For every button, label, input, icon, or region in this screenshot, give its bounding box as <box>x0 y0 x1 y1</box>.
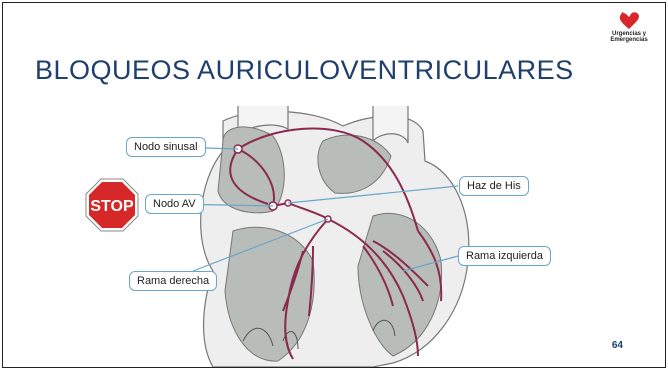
stop-sign-icon: STOP <box>85 178 139 232</box>
label-nodo-av: Nodo AV <box>145 194 204 214</box>
logo-text: Urgencias y Emergencias <box>599 31 659 43</box>
heart-logo-icon <box>618 11 640 31</box>
label-rama-izquierda: Rama izquierda <box>458 246 551 266</box>
brand-logo: Urgencias y Emergencias <box>599 11 659 51</box>
stop-sign-label: STOP <box>90 198 134 215</box>
label-nodo-sinusal: Nodo sinusal <box>126 137 206 157</box>
slide: Urgencias y Emergencias BLOQUEOS AURICUL… <box>2 2 666 368</box>
label-haz-de-his: Haz de His <box>459 176 529 196</box>
page-number: 64 <box>612 340 623 351</box>
slide-title: BLOQUEOS AURICULOVENTRICULARES <box>35 55 574 86</box>
heart-conduction-diagram: Nodo sinusal Nodo AV Haz de His Rama izq… <box>73 101 593 367</box>
label-rama-derecha: Rama derecha <box>129 271 217 291</box>
